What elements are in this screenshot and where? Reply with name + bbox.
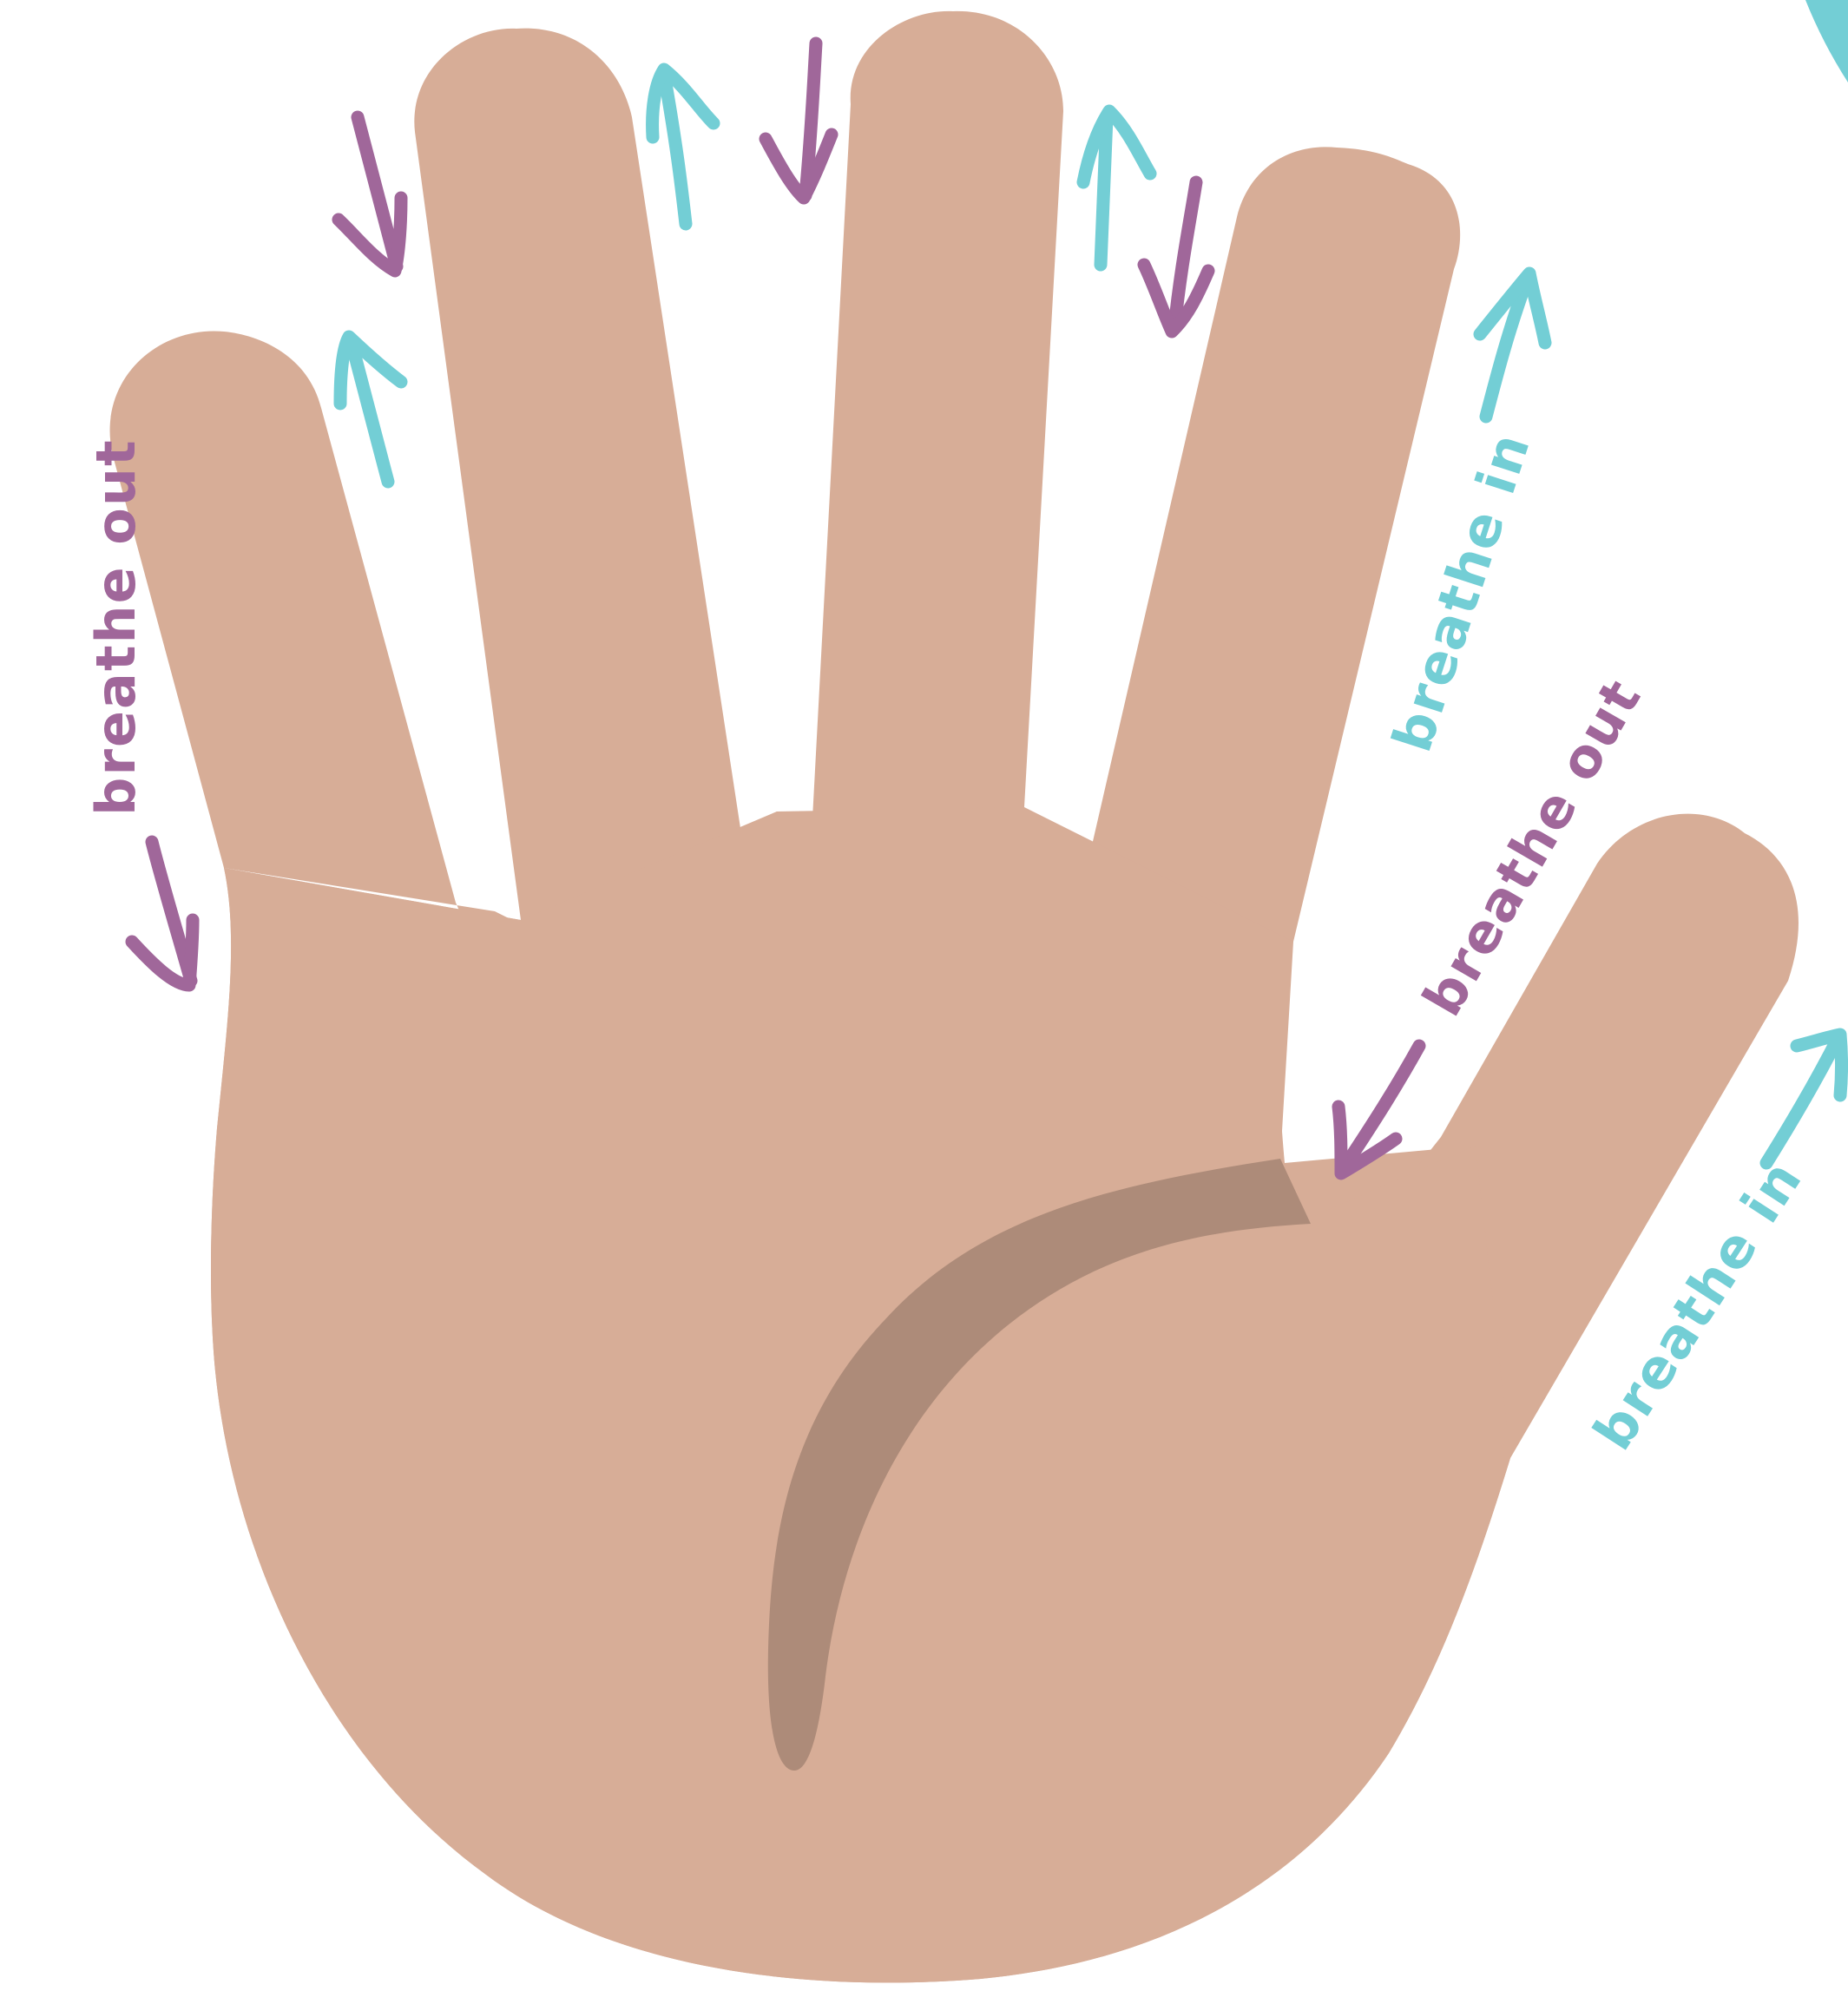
hand xyxy=(110,11,1799,1983)
index-finger xyxy=(1068,147,1460,950)
arrow-down-ring-left xyxy=(339,117,401,271)
arrow-up-pinky xyxy=(340,337,401,482)
arrow-down-middle-left xyxy=(766,43,832,198)
arrow-down-index-left xyxy=(1144,182,1208,332)
arrow-down-left-side xyxy=(132,842,193,985)
corner-swoosh xyxy=(1805,0,1848,82)
arrow-up-ring-right xyxy=(653,69,714,224)
label-breathe-out-left: breathe out xyxy=(84,438,148,816)
arrow-up-middle-right xyxy=(1083,111,1150,265)
arrow-up-index-right xyxy=(1480,273,1545,417)
arrow-up-thumb-right xyxy=(1766,1035,1842,1163)
